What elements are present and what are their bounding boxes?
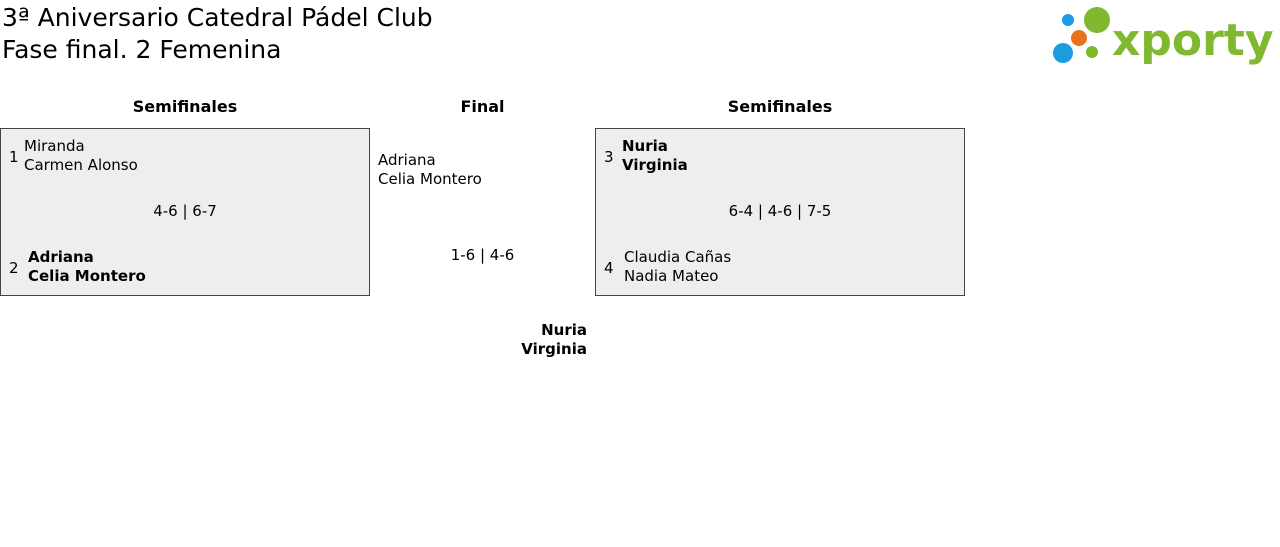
seed-number: 2 [9, 259, 19, 277]
seed-number: 1 [9, 148, 19, 166]
logo-wordmark: xporty [1112, 15, 1274, 66]
round-label-semifinals-right: Semifinales [727, 97, 833, 116]
player-name: Adriana [28, 248, 94, 266]
champion-pair: Nuria Virginia [521, 321, 587, 359]
player-name: Nadia Mateo [624, 267, 719, 285]
logo-dot-green [1084, 7, 1110, 33]
team-pair-winner: Adriana Celia Montero [28, 248, 146, 286]
team-pair-winner: Nuria Virginia [622, 137, 688, 175]
logo-dot-blue-large [1053, 43, 1073, 63]
player-name: Miranda [24, 137, 85, 155]
player-name: Nuria [541, 321, 587, 339]
logo-dot-orange [1071, 30, 1087, 46]
page-subtitle: Fase final. 2 Femenina [2, 35, 282, 64]
final-team-pair: Adriana Celia Montero [378, 151, 482, 189]
semifinal-1-box[interactable]: 1 Miranda Carmen Alonso 4-6 | 6-7 2 Adri… [0, 128, 370, 296]
final-score: 1-6 | 4-6 [450, 246, 515, 264]
player-name: Nuria [622, 137, 668, 155]
match-score: 6-4 | 4-6 | 7-5 [728, 202, 832, 220]
player-name: Carmen Alonso [24, 156, 138, 174]
team-pair: Claudia Cañas Nadia Mateo [624, 248, 731, 286]
semifinal-2-box[interactable]: 3 Nuria Virginia 6-4 | 4-6 | 7-5 4 Claud… [595, 128, 965, 296]
player-name: Claudia Cañas [624, 248, 732, 266]
match-score: 4-6 | 6-7 [153, 202, 217, 220]
player-name: Celia Montero [28, 267, 146, 285]
page-title: 3ª Aniversario Catedral Pádel Club [2, 3, 433, 32]
xporty-logo: xporty [1053, 7, 1274, 66]
seed-number: 3 [604, 148, 614, 166]
team-pair: Miranda Carmen Alonso [24, 137, 138, 175]
player-name: Virginia [521, 340, 587, 358]
logo-dot-green-small [1086, 46, 1098, 58]
seed-number: 4 [604, 259, 614, 277]
player-name: Celia Montero [378, 170, 482, 188]
round-label-semifinals-left: Semifinales [132, 97, 238, 116]
player-name: Adriana [378, 151, 436, 169]
logo-dot-blue-small [1062, 14, 1074, 26]
round-label-final: Final [460, 97, 505, 116]
player-name: Virginia [622, 156, 688, 174]
